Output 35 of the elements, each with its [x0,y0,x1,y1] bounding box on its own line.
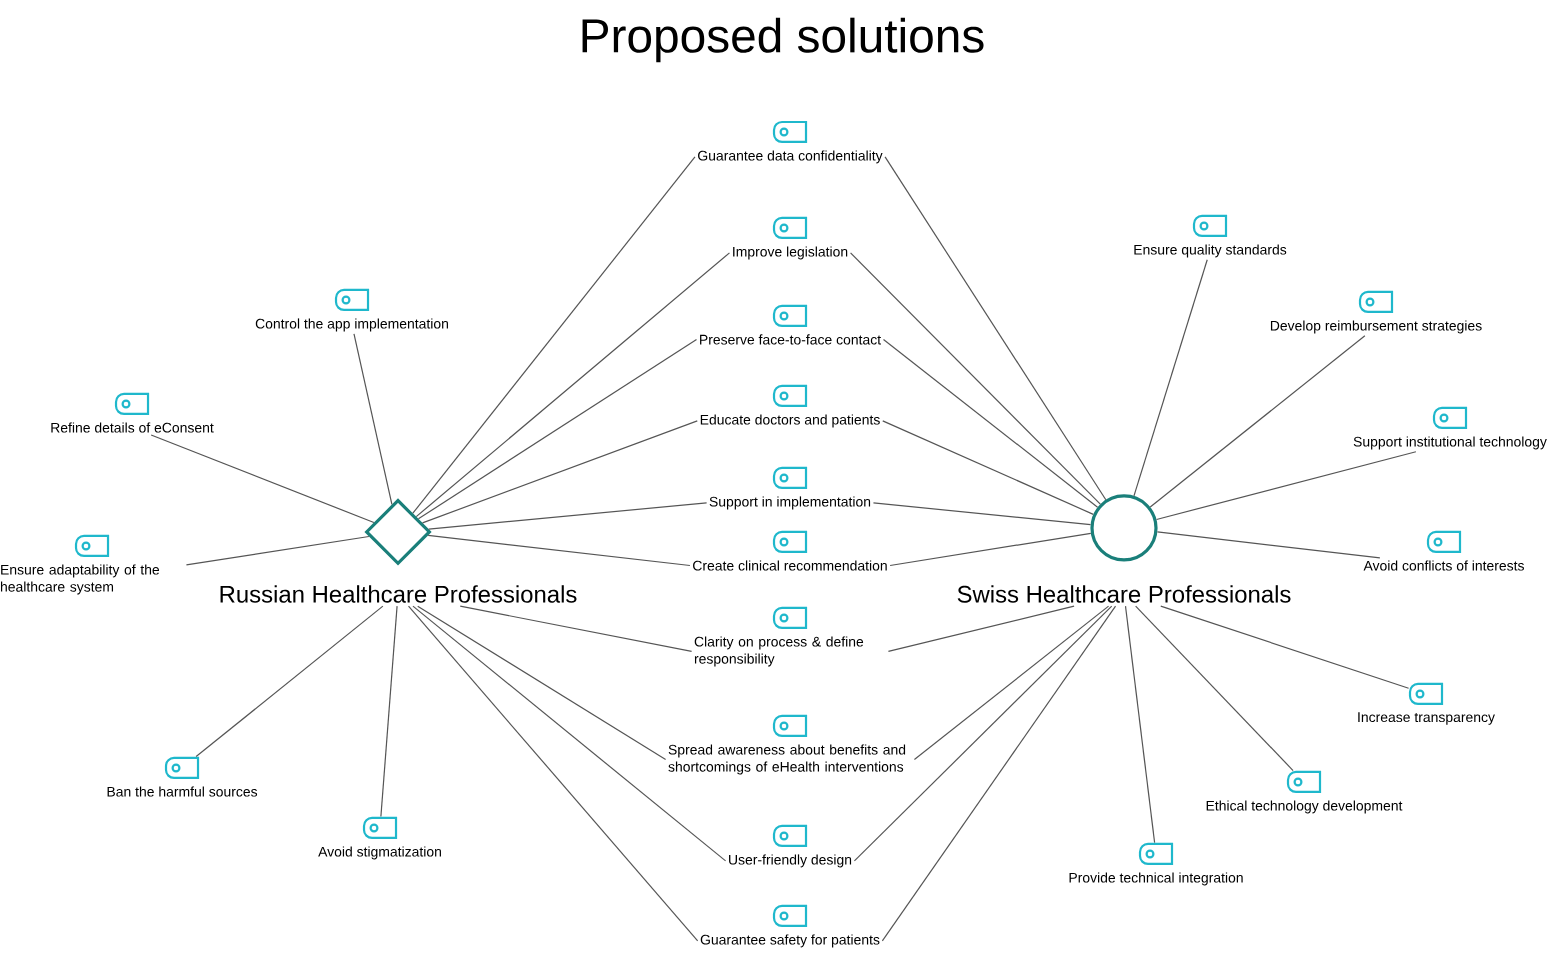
connector-line [1156,531,1381,559]
connector-line [1135,605,1294,772]
connector-line [882,420,1094,515]
connector-line [412,605,727,862]
connector-line [407,605,699,942]
connector-line [872,502,1092,526]
connector-line [427,534,691,567]
connector-line [882,338,1099,508]
connector-line [417,605,667,761]
connector-line [887,605,1075,653]
connector-line [150,434,375,524]
connector-line [849,252,1101,505]
title: Proposed solutions [582,17,984,63]
connector-line [421,420,698,524]
connector-line [1133,259,1208,497]
connector-line [884,156,1107,501]
connector-line [417,338,698,520]
connector-line [853,605,1113,862]
connector-line [428,502,708,530]
connector-line [353,333,393,506]
connector-line [412,156,696,514]
connector-line [881,605,1117,942]
connector-line [459,605,693,653]
connector-line [1149,335,1366,508]
hub-label: Russian Healthcare Professionals [220,585,577,603]
connector-line [415,252,731,518]
connector-line [1160,605,1410,689]
hub-label: Swiss Healthcare Professionals [957,585,1291,603]
connector-line [1124,605,1156,844]
connector-line [1155,451,1417,521]
connector-line [380,605,398,818]
connector-line [195,605,384,758]
connector-line [913,605,1110,761]
connector-line [889,532,1092,567]
connector-line [185,535,370,566]
